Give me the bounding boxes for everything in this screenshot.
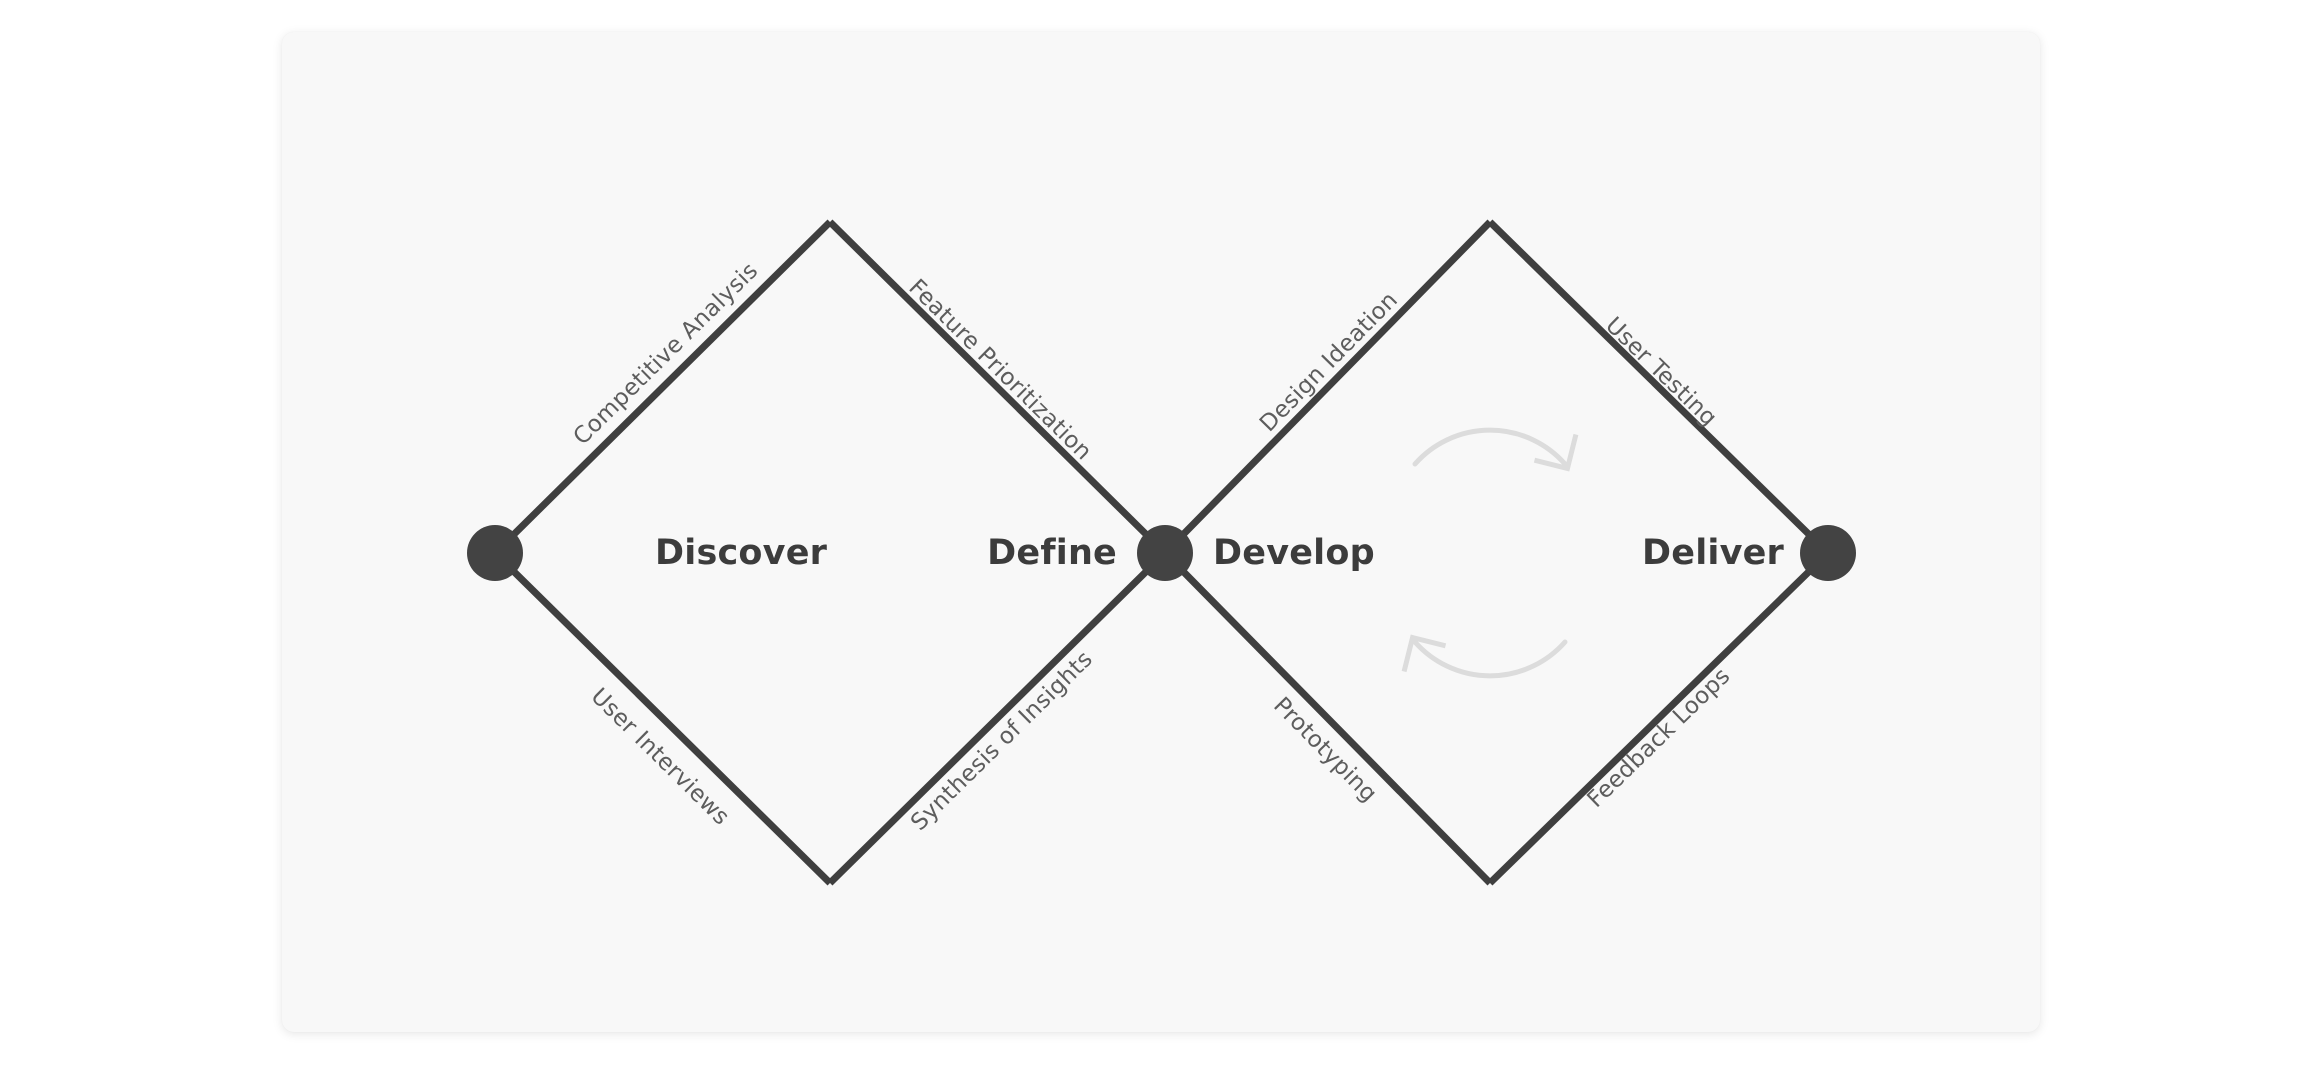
iteration-arrows: [1401, 427, 1579, 679]
edge-label-design-ideation: Design Ideation: [1255, 287, 1403, 437]
edge-label-synthesis-of-insights: Synthesis of Insights: [906, 646, 1098, 836]
edge-label-competitive-analysis: Competitive Analysis: [569, 258, 764, 451]
solution-space-diamond: [1162, 219, 1831, 886]
middle-node[interactable]: [1137, 525, 1193, 581]
end-node[interactable]: [1800, 525, 1856, 581]
edge-line-competitive-analysis: [492, 219, 833, 556]
edge-label-user-testing: User Testing: [1600, 312, 1722, 431]
edge-line-user-interviews: [492, 550, 833, 886]
edge-line-prototyping: [1162, 550, 1493, 886]
stage-label-define[interactable]: Define: [987, 533, 1117, 573]
iteration-arrowhead-right-icon: [1533, 433, 1579, 472]
iteration-arc-bottom: [1412, 639, 1568, 679]
stage-label-discover[interactable]: Discover: [655, 533, 828, 573]
edge-line-design-ideation: [1162, 219, 1493, 556]
edge-line-synthesis-of-insights: [827, 550, 1168, 886]
edge-label-prototyping: Prototyping: [1268, 692, 1382, 807]
iteration-arrowhead-left-icon: [1401, 634, 1447, 673]
edge-label-feature-prioritization: Feature Prioritization: [903, 274, 1096, 465]
iteration-arc-top: [1412, 427, 1568, 467]
edge-line-user-testing: [1487, 219, 1831, 556]
stage-label-develop[interactable]: Develop: [1213, 533, 1375, 573]
problem-space-diamond: [492, 219, 1168, 886]
edge-line-feedback-loops: [1487, 550, 1831, 886]
edge-label-user-interviews: User Interviews: [586, 683, 735, 830]
edge-line-feature-prioritization: [827, 219, 1168, 556]
edge-label-feedback-loops: Feedback Loops: [1582, 663, 1735, 813]
stage-label-deliver[interactable]: Deliver: [1642, 533, 1785, 573]
start-node[interactable]: [467, 525, 523, 581]
